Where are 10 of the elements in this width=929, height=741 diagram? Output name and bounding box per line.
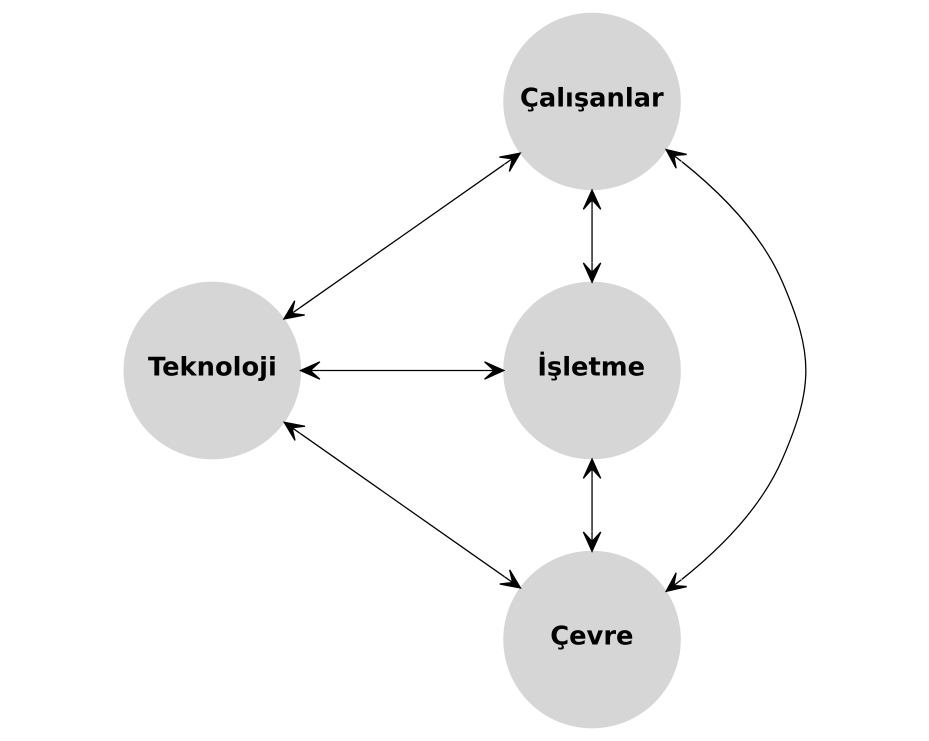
arrow	[282, 152, 520, 320]
node-circle: Teknoloji	[123, 282, 301, 460]
arrow	[582, 189, 601, 283]
arrow	[582, 458, 601, 552]
node-circle: İşletme	[502, 282, 680, 460]
arrow	[664, 148, 806, 592]
node-circle: Çalışanlar	[502, 12, 680, 190]
arrow	[299, 361, 504, 380]
arrow	[283, 422, 521, 589]
node-circle: Çevre	[502, 550, 680, 728]
